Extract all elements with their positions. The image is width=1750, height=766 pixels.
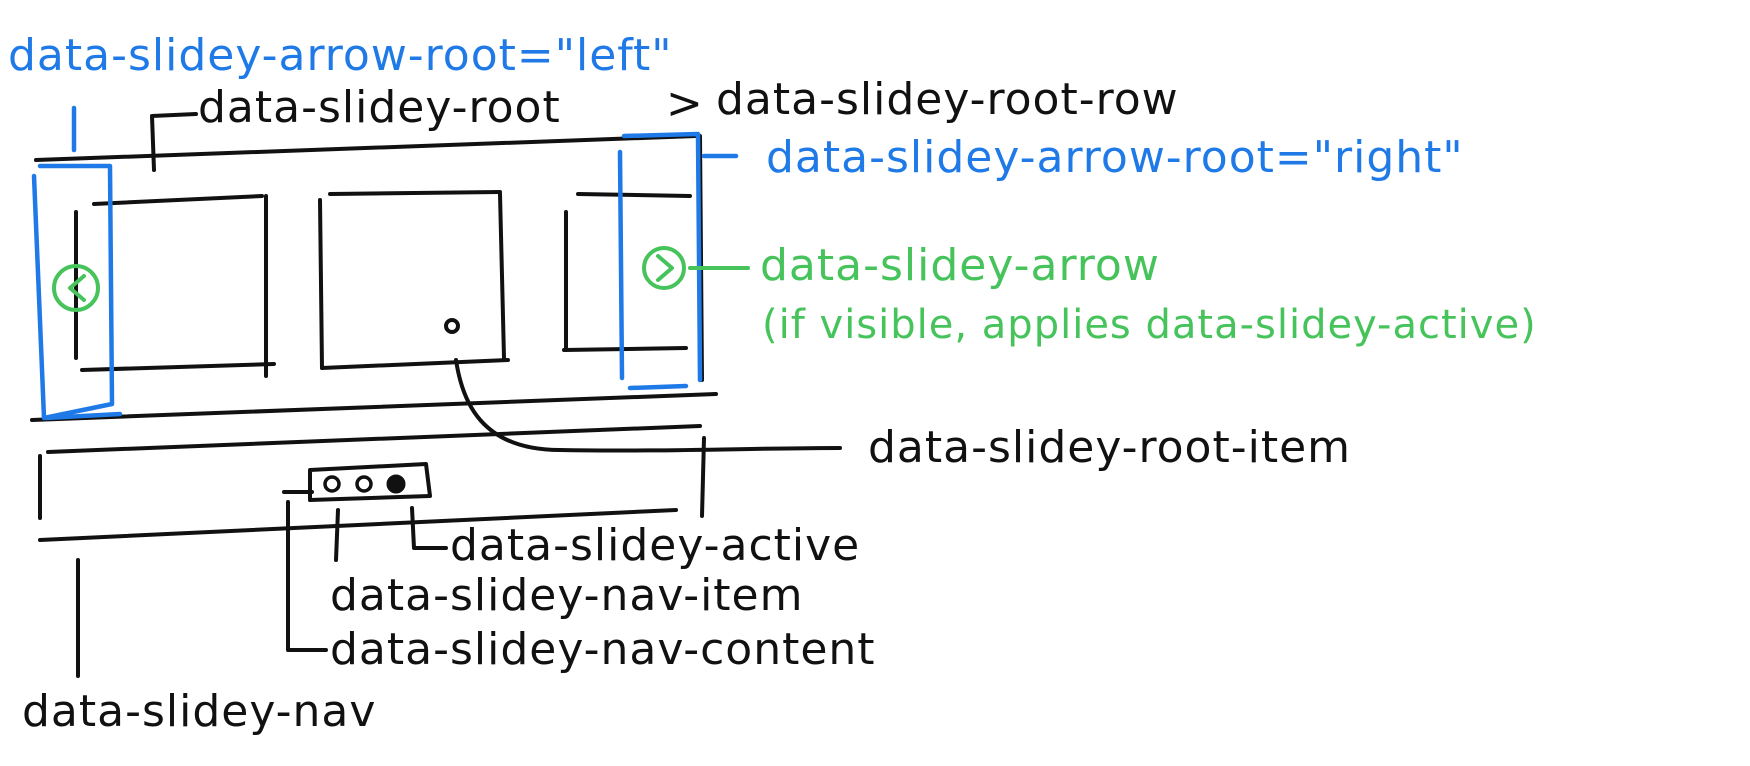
item-2-left: [318, 198, 324, 370]
nav-right-edge: [700, 436, 706, 518]
label-root-row: data-slidey-root-row: [716, 74, 1179, 125]
chevron-right-icon[interactable]: [642, 246, 686, 290]
nav-dot-2[interactable]: [355, 475, 373, 493]
label-root-separator: >: [666, 78, 704, 129]
nav-dots: [323, 474, 406, 494]
green-arrow-marks: [52, 246, 750, 312]
left-arrow-root-underline: [43, 411, 123, 421]
root-bracket: [150, 112, 198, 172]
right-arrow-root-top: [621, 131, 703, 383]
right-arrow-root-left: [617, 149, 625, 381]
right-arrow-root-bottom: [627, 383, 689, 391]
nav-top-edge: [46, 424, 702, 454]
label-nav: data-slidey-nav: [22, 686, 376, 737]
item-1-bottom: [80, 362, 276, 372]
item-1-top: [92, 194, 264, 206]
nav-dot-1[interactable]: [323, 475, 341, 493]
chevron-left-icon[interactable]: [52, 264, 100, 312]
item-3-bottom: [562, 346, 688, 352]
label-active: data-slidey-active: [450, 520, 860, 571]
nav-content-leader: [286, 500, 328, 652]
nav-item-leader: [334, 508, 340, 562]
black-sketch-lines: [30, 112, 842, 678]
blue-arrow-root-marks: [31, 105, 739, 421]
label-arrow-root-right: data-slidey-arrow-root="right": [766, 132, 1464, 183]
root-top-edge: [34, 134, 698, 162]
nav-dot-active[interactable]: [386, 474, 406, 494]
item-2-right: [498, 192, 506, 360]
left-arrow-root-region: [31, 163, 115, 421]
item-3-top: [576, 192, 692, 198]
label-arrow-note: (if visible, applies data-slidey-active): [762, 302, 1537, 348]
root-item-connector: [454, 358, 842, 453]
item-2-bottom: [320, 358, 510, 370]
item-2-marker: [444, 318, 460, 334]
label-arrow: data-slidey-arrow: [760, 240, 1160, 291]
root-bottom-edge: [30, 392, 718, 422]
label-root: data-slidey-root: [198, 82, 561, 133]
active-leader: [410, 506, 448, 550]
label-arrow-root-left: data-slidey-arrow-root="left": [8, 30, 673, 81]
label-nav-item: data-slidey-nav-item: [330, 570, 804, 621]
label-root-item: data-slidey-root-item: [868, 422, 1351, 473]
label-nav-content: data-slidey-nav-content: [330, 624, 876, 675]
item-2-top: [328, 190, 502, 196]
nav-bottom-edge: [38, 508, 678, 542]
